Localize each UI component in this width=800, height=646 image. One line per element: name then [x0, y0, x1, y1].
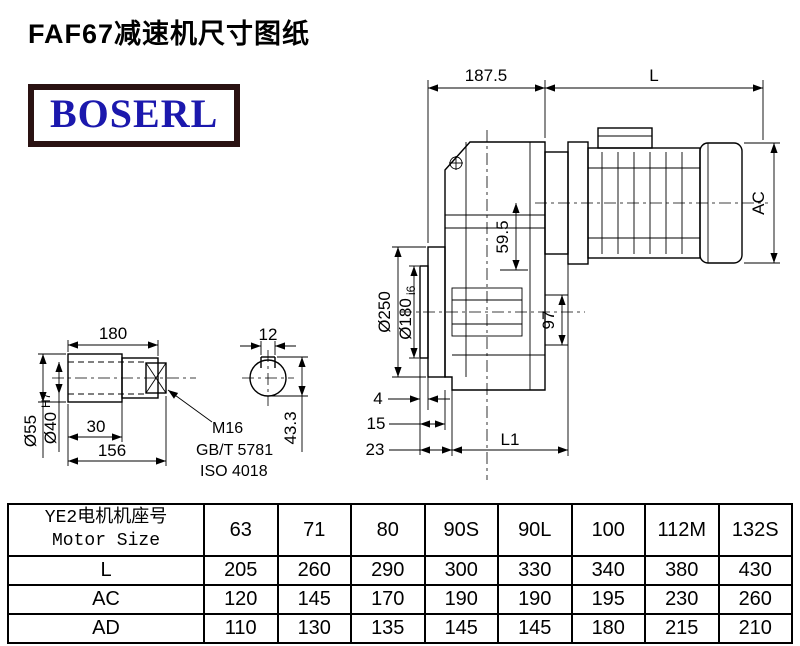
dim-bottom: 4 15 23 L1	[366, 264, 569, 459]
col-header-112m: 112M	[644, 503, 720, 557]
dim-15-label: 15	[367, 414, 386, 433]
dim-d250-label: Ø250	[375, 291, 394, 333]
cell-ac-3: 190	[423, 584, 499, 615]
dim-d55-label: Ø55	[21, 415, 40, 447]
row-label-l: L	[7, 555, 205, 586]
dim-23-label: 23	[366, 440, 385, 459]
dim-30-label: 30	[87, 417, 106, 436]
dim-4-label: 4	[373, 389, 382, 408]
boserl-logo: BOSERL	[28, 84, 241, 147]
note-m16: M16	[212, 420, 243, 437]
cell-l-1: 260	[276, 555, 352, 586]
dim-ac: AC	[744, 142, 780, 264]
dim-top: 187.5 L	[427, 66, 764, 243]
dim-d250: Ø250	[375, 246, 426, 378]
cell-ad-7: 210	[717, 613, 793, 644]
key-section: 12 43.3	[240, 325, 308, 452]
cell-ac-4: 190	[497, 584, 573, 615]
cell-l-4: 330	[497, 555, 573, 586]
shaft-detail: 180 Ø55 Ø40 H7 30 156 M16 GB/T 5781 ISO …	[21, 324, 273, 480]
cell-l-2: 290	[350, 555, 426, 586]
cell-ad-1: 130	[276, 613, 352, 644]
dimension-table: YE2电机机座号 Motor Size 63 71 80 90S 90L 100…	[7, 503, 793, 644]
cell-ac-7: 260	[717, 584, 793, 615]
output-shaft-block	[451, 287, 523, 337]
shaft-end-block	[145, 362, 167, 394]
row-label-ad: AD	[7, 613, 205, 644]
col-header-100: 100	[570, 503, 646, 557]
dim-43-3-label: 43.3	[281, 411, 300, 444]
table-header-row: YE2电机机座号 Motor Size 63 71 80 90S 90L 100…	[7, 503, 793, 557]
cell-l-5: 340	[570, 555, 646, 586]
motor-size-header: YE2电机机座号 Motor Size	[7, 503, 205, 557]
cell-ac-0: 120	[203, 584, 279, 615]
dim-d180-tolerance: i6	[404, 285, 418, 295]
technical-drawing: 187.5 L AC 59.5 97 Ø250	[21, 66, 780, 480]
dim-d180: Ø180 i6	[396, 265, 419, 359]
cell-ad-2: 135	[350, 613, 426, 644]
dim-l1-label: L1	[501, 430, 520, 449]
cell-l-0: 205	[203, 555, 279, 586]
row-label-ac: AC	[7, 584, 205, 615]
col-header-90l: 90L	[497, 503, 573, 557]
cell-ad-5: 180	[570, 613, 646, 644]
dim-156-label: 156	[98, 441, 126, 460]
fan-cover	[699, 142, 743, 264]
dim-97: 97	[539, 294, 568, 346]
dim-d40-tolerance: H7	[39, 392, 53, 408]
cell-ac-1: 145	[276, 584, 352, 615]
motor	[544, 127, 743, 265]
cell-ac-2: 170	[350, 584, 426, 615]
cell-ac-5: 195	[570, 584, 646, 615]
col-header-71: 71	[276, 503, 352, 557]
terminal-box	[597, 127, 653, 149]
motor-size-header-cn: YE2电机机座号	[44, 507, 168, 528]
cell-l-3: 300	[423, 555, 499, 586]
page-title: FAF67减速机尺寸图纸	[28, 19, 311, 49]
dim-12-label: 12	[259, 325, 278, 344]
dim-l-label: L	[649, 66, 658, 85]
cell-ad-3: 145	[423, 613, 499, 644]
cell-ad-4: 145	[497, 613, 573, 644]
col-header-132s: 132S	[717, 503, 793, 557]
dim-180-label: 180	[99, 324, 127, 343]
gearbox-housing	[419, 141, 546, 391]
dim-59-5: 59.5	[493, 203, 528, 271]
note-gbt-5781: GB/T 5781	[196, 442, 273, 459]
cell-ad-6: 215	[644, 613, 720, 644]
dim-ac-label: AC	[749, 191, 768, 215]
cell-l-7: 430	[717, 555, 793, 586]
dim-d40-label: Ø40	[41, 412, 60, 444]
main-view: 187.5 L AC 59.5 97 Ø250	[366, 66, 780, 480]
table-row-ac: AC 120 145 170 190 190 195 230 260	[7, 584, 793, 615]
note-iso-4018: ISO 4018	[200, 463, 268, 480]
col-header-63: 63	[203, 503, 279, 557]
leader-line	[167, 389, 213, 423]
cell-ad-0: 110	[203, 613, 279, 644]
dim-59-5-label: 59.5	[493, 220, 512, 253]
flange-spigot	[419, 265, 429, 359]
logo-text: BOSERL	[50, 91, 219, 136]
motor-size-header-en: Motor Size	[51, 531, 161, 551]
col-header-80: 80	[350, 503, 426, 557]
table-row-l: L 205 260 290 300 330 340 380 430	[7, 555, 793, 586]
cell-l-6: 380	[644, 555, 720, 586]
dim-d180-label: Ø180	[396, 298, 415, 340]
cell-ac-6: 230	[644, 584, 720, 615]
dim-187-5-label: 187.5	[465, 66, 508, 85]
col-header-90s: 90S	[423, 503, 499, 557]
table-row-ad: AD 110 130 135 145 145 180 215 210	[7, 613, 793, 644]
dim-97-label: 97	[539, 311, 558, 330]
